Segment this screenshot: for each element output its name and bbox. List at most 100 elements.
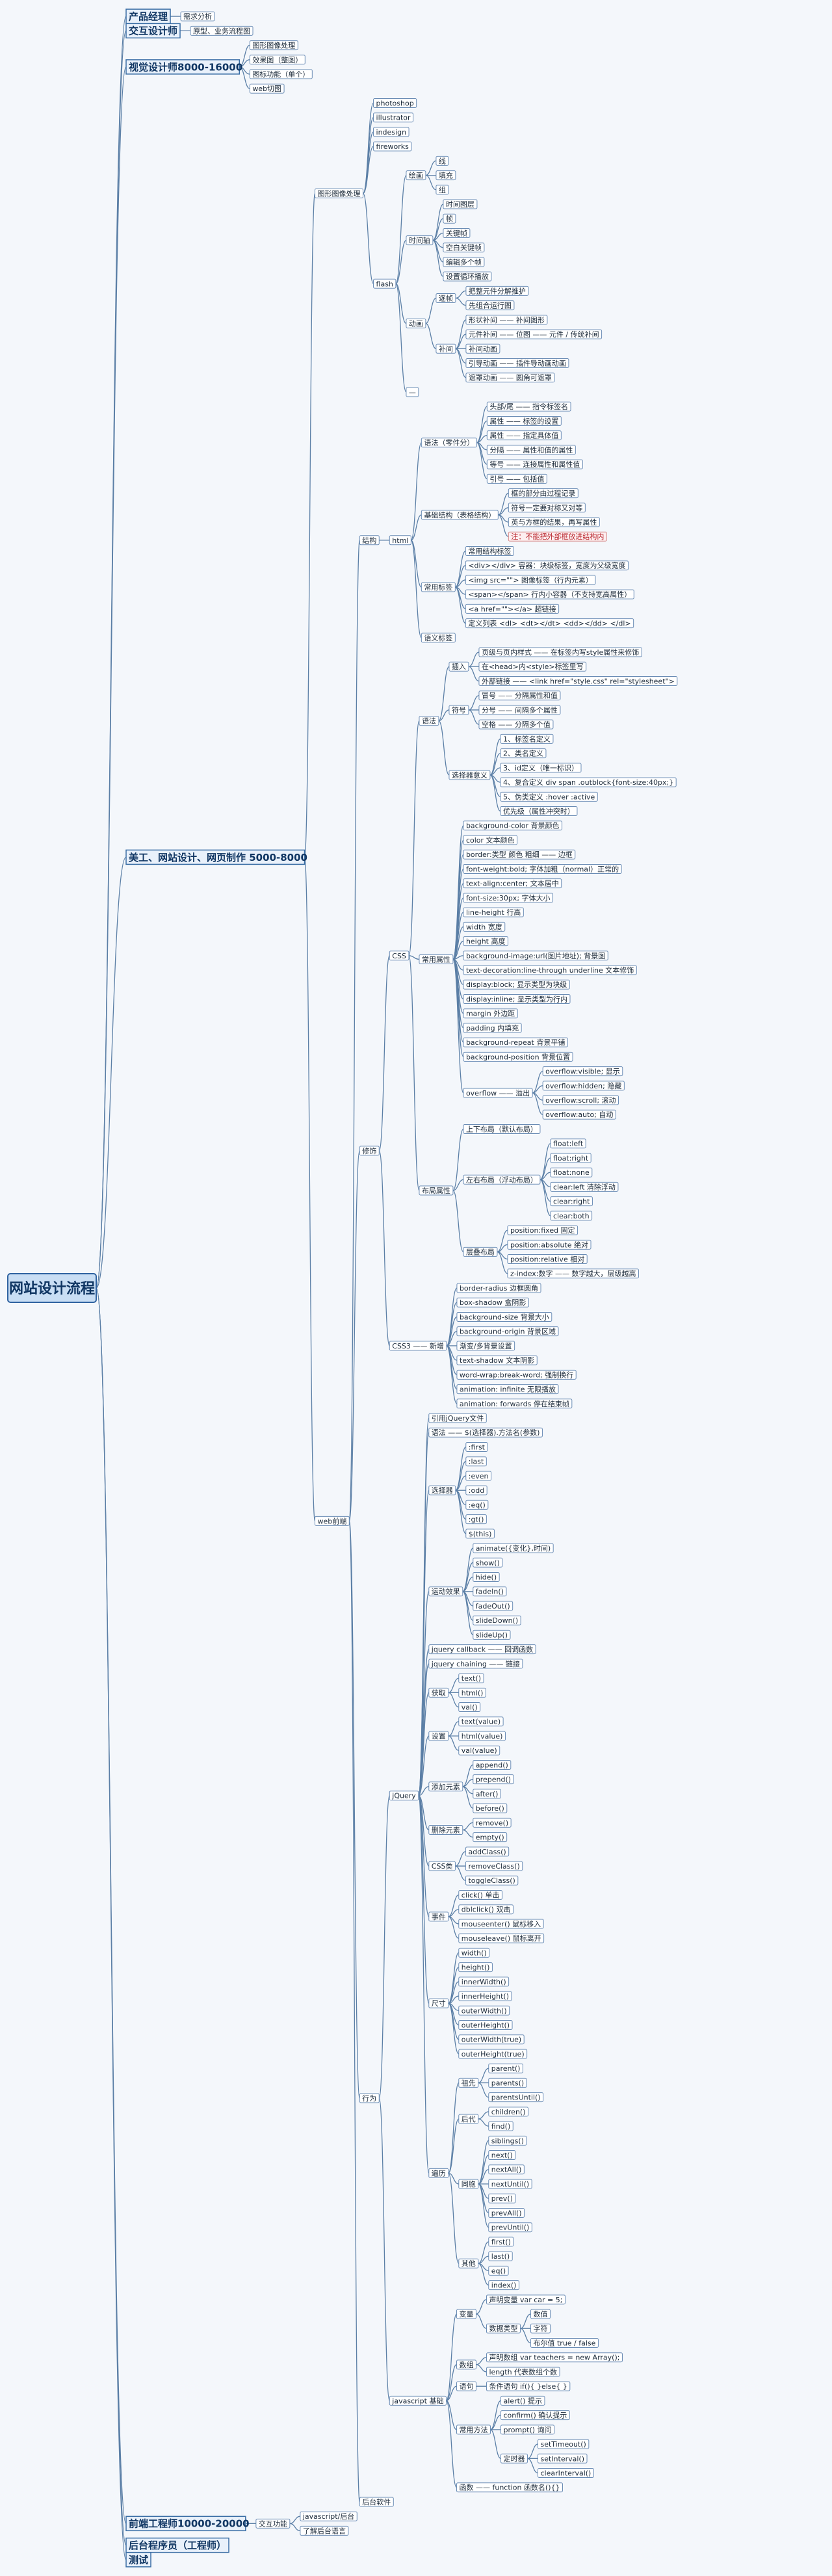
topic-node[interactable]: 上下布局（默认布局） [463,1124,541,1135]
topic-node[interactable]: 删除元素 [428,1824,463,1835]
topic-node[interactable]: 变量 [456,2309,476,2319]
topic-node[interactable]: show() [473,1557,503,1568]
topic-node[interactable]: overflow:hidden; 隐藏 [542,1081,625,1091]
topic-node[interactable]: jquery callback —— 回调函数 [428,1644,536,1655]
topic-node[interactable]: 填充 [436,170,456,181]
topic-node[interactable]: height 高度 [463,936,508,947]
topic-node[interactable]: jQuery [389,1791,419,1801]
topic-node[interactable]: padding 内填充 [463,1023,522,1033]
topic-node[interactable]: javascript/后台 [300,2511,358,2521]
topic-node[interactable]: 5、伪类定义 :hover :active [500,791,598,802]
topic-node[interactable]: width() [458,1947,490,1958]
topic-node[interactable]: CSS [389,951,410,961]
topic-node[interactable]: 选择器意义 [448,770,491,780]
topic-node[interactable]: html [389,535,411,545]
topic-node[interactable]: text-decoration:line-through underline 文… [463,965,637,975]
topic-node[interactable]: CSS类 [428,1861,456,1871]
topic-node[interactable]: 语法 —— $(选择器).方法名(参数) [428,1427,543,1438]
topic-node[interactable]: 条件语句 if(){ }else{ } [486,2381,571,2391]
topic-node[interactable]: children() [488,2107,528,2117]
topic-node[interactable]: fadeOut() [473,1601,514,1611]
topic-node[interactable]: 引号 —— 包括值 [486,473,547,484]
branch-node[interactable]: 交互设计师 [125,23,181,39]
topic-node[interactable]: indesign [373,127,410,137]
topic-node[interactable]: :last [465,1456,487,1467]
topic-node[interactable]: 声明变量 var car = 5; [486,2294,566,2305]
topic-node[interactable]: addClass() [465,1847,510,1857]
topic-node[interactable]: 左右布局（浮动布局） [463,1174,541,1185]
topic-node[interactable]: 组 [436,185,449,195]
topic-node[interactable]: height() [458,1962,493,1973]
topic-node[interactable]: flash [373,278,396,289]
topic-node[interactable]: 基础结构（表格结构） [421,510,499,520]
topic-node[interactable]: :odd [465,1485,488,1495]
topic-node[interactable]: outerHeight(true) [458,2049,528,2059]
topic-node[interactable]: outerWidth(true) [458,2034,525,2045]
topic-node[interactable]: fireworks [373,141,412,151]
topic-node[interactable]: nextUntil() [488,2179,532,2189]
topic-node[interactable]: color 文本颜色 [463,835,518,845]
topic-node[interactable]: click() 单击 [458,1889,502,1900]
topic-node[interactable]: 事件 [428,1912,449,1922]
topic-node[interactable]: 优先级（属性冲突时） [500,806,578,817]
topic-node[interactable]: :even [465,1471,492,1481]
topic-node[interactable]: 补间 [436,343,456,354]
branch-node[interactable]: 产品经理 [125,8,171,24]
branch-node[interactable]: 视觉设计师8000-16000 [125,59,242,75]
topic-node[interactable]: 数值 [530,2309,551,2319]
topic-node[interactable]: background-size 背景大小 [456,1311,552,1322]
topic-node[interactable]: html(value) [458,1731,506,1741]
topic-node[interactable]: 常用方法 [456,2425,491,2435]
topic-node[interactable]: 常用属性 [419,954,454,964]
topic-node[interactable]: remove() [473,1817,512,1828]
topic-node[interactable]: 同胞 [458,2179,479,2189]
topic-node[interactable]: 时间图层 [443,199,478,209]
topic-node[interactable]: dblclick() 双击 [458,1904,514,1915]
topic-node[interactable]: 外部链接 —— <link href="style.css" rel="styl… [478,676,678,687]
branch-node[interactable]: 前端工程师10000-20000 [125,2516,250,2532]
topic-node[interactable]: hide() [473,1572,500,1583]
topic-node[interactable]: setInterval() [537,2453,588,2464]
topic-node[interactable]: html() [458,1687,486,1698]
topic-node[interactable]: fadeIn() [473,1586,507,1597]
topic-node[interactable]: 定义列表 <dl> <dt></dt> <dd></dd> </dl> [465,618,634,629]
topic-node[interactable]: float:none [550,1167,593,1177]
topic-node[interactable]: <img src=""> 图像标签（行内元素） [465,575,596,585]
branch-node[interactable]: 美工、网站设计、网页制作 5000-8000 [125,849,307,865]
topic-node[interactable]: confirm() 确认提示 [500,2410,570,2421]
topic-node[interactable]: 引导动画 —— 插件导动画动画 [465,358,569,369]
topic-node[interactable]: display:block; 显示类型为块级 [463,979,570,990]
topic-node[interactable]: width 宽度 [463,921,506,932]
topic-node[interactable]: nextAll() [488,2164,525,2175]
topic-node[interactable]: 运动效果 [428,1586,463,1597]
topic-node[interactable]: 编辑多个帧 [443,257,485,267]
topic-node[interactable]: <a href=""></a> 超链接 [465,603,560,614]
topic-node[interactable]: clear:left 清除浮动 [550,1181,619,1192]
topic-node[interactable]: 结构 [359,535,380,545]
topic-node[interactable]: animation: infinite 无限播放 [456,1384,559,1395]
topic-node[interactable]: 冒号 —— 分隔属性和值 [478,690,561,701]
topic-node[interactable]: 帧 [443,213,456,224]
topic-node[interactable]: 选择器 [428,1485,456,1495]
topic-node[interactable]: background-repeat 背景平铺 [463,1037,568,1047]
topic-node[interactable]: clear:both [550,1211,593,1221]
topic-node[interactable]: 其他 [458,2258,479,2268]
topic-node[interactable]: 属性 —— 指定具体值 [486,430,562,441]
topic-node[interactable]: <div></div> 容器：块级标签，宽度为父级宽度 [465,560,629,571]
topic-node[interactable]: after() [473,1789,501,1799]
topic-node[interactable]: 交互功能 [255,2518,291,2529]
topic-node[interactable]: 页级与页内样式 —— 在标签内写style属性来修饰 [478,647,642,657]
topic-node[interactable]: 补间动画 [465,343,500,354]
topic-node[interactable]: overflow —— 溢出 [463,1088,533,1098]
topic-node[interactable]: parentsUntil() [488,2092,544,2103]
topic-node[interactable]: 形状补间 —— 补间图形 [465,315,548,325]
topic-node[interactable]: :eq() [465,1499,489,1510]
topic-node[interactable]: prevUntil() [488,2222,532,2233]
topic-node[interactable]: font-weight:bold; 字体加粗（normal）正常的 [463,863,622,874]
topic-node[interactable]: 在<head>内<style>标签里写 [478,661,587,672]
topic-node[interactable]: overflow:visible; 显示 [542,1066,623,1077]
topic-node[interactable]: 修饰 [359,1146,380,1156]
topic-node[interactable]: z-index:数字 —— 数字越大，层级越高 [507,1268,639,1279]
topic-node[interactable]: 后台软件 [359,2497,394,2507]
topic-node[interactable]: border-radius 边框圆角 [456,1283,541,1293]
